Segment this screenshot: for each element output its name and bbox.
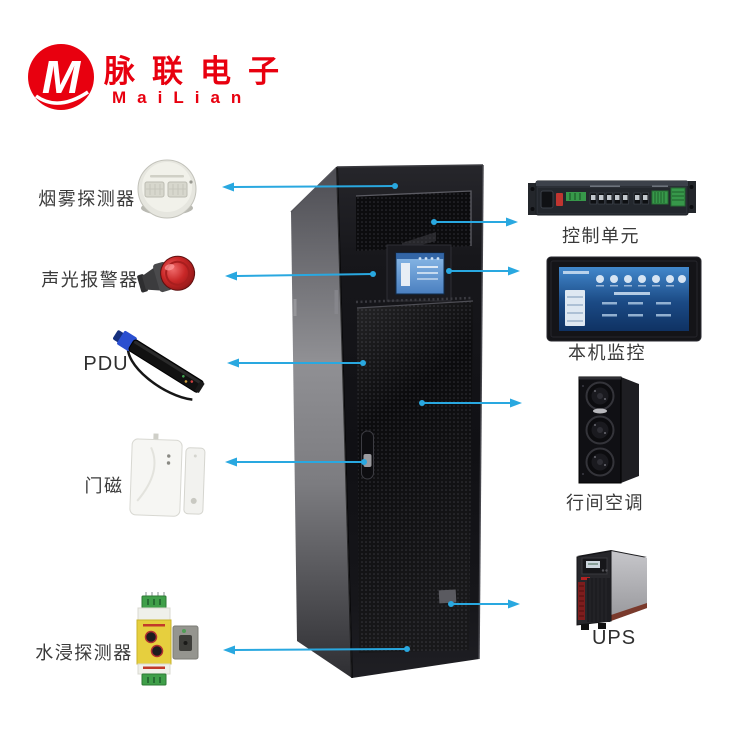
cabinet-front-right-edge <box>478 164 484 660</box>
logo-letter: M <box>42 51 82 103</box>
label-control-unit: 控制单元 <box>562 226 640 246</box>
arrow-sound-light-alarm <box>225 271 376 281</box>
cabinet-bottom-badge <box>438 589 457 604</box>
touchscreen-header <box>396 253 444 259</box>
arrow-water-detector <box>223 645 410 655</box>
brand-logo-icon: M <box>28 44 94 110</box>
label-pdu: PDU <box>83 353 129 375</box>
brand-name-cn: 脉联电子 <box>104 54 296 89</box>
label-local-monitor: 本机监控 <box>568 343 646 363</box>
label-air-conditioner: 行间空调 <box>566 493 644 513</box>
vent-dot-row <box>355 296 472 304</box>
arrow-control-unit <box>431 217 518 227</box>
cabinet-door-handle[interactable] <box>361 430 374 480</box>
logo-swoosh <box>34 90 89 105</box>
ups-icon <box>576 550 647 630</box>
control-unit-icon <box>528 180 696 216</box>
door-magnet-sensor-icon <box>129 433 206 517</box>
label-water-detector: 水浸探测器 <box>35 643 133 663</box>
local-monitor-icon <box>546 256 702 342</box>
connector-arrows <box>222 182 522 655</box>
sound-light-alarm-icon <box>137 255 196 293</box>
ts-icon-dot <box>430 257 434 260</box>
arrow-air-conditioner <box>419 398 522 408</box>
arrow-ups <box>448 599 520 609</box>
lower-vent-highlight <box>356 300 474 309</box>
ts-icon-dot <box>436 257 440 260</box>
pdu-icon <box>113 330 205 401</box>
label-door-magnet: 门磁 <box>84 476 124 496</box>
touchscreen-rack-graphic <box>401 263 410 286</box>
logo-circle <box>28 44 94 110</box>
ts-icon-dot <box>424 257 428 260</box>
brand-name-en: MaiLian <box>112 88 253 107</box>
arrow-pdu <box>227 358 366 368</box>
lower-vent-gloss <box>357 301 473 653</box>
ts-icon-dot <box>418 257 422 260</box>
upper-vent-highlight <box>355 190 472 246</box>
inrow-air-conditioner-icon <box>578 376 639 484</box>
cabinet-touchscreen[interactable] <box>386 244 452 302</box>
cabinet-upper-vent <box>356 191 471 251</box>
cabinet-hinge-mark <box>293 299 297 316</box>
label-sound-light-alarm: 声光报警器 <box>41 270 139 290</box>
arrow-door-magnet <box>225 457 367 467</box>
ts-text-line <box>417 272 438 274</box>
arrow-smoke-detector <box>222 182 398 192</box>
arrow-local-monitor <box>446 266 520 276</box>
label-smoke-detector: 烟雾探测器 <box>38 189 136 209</box>
server-cabinet <box>290 164 484 679</box>
ts-text-line <box>417 266 438 268</box>
smoke-detector-icon <box>137 159 197 219</box>
cabinet-top-bevel <box>290 166 338 213</box>
label-ups: UPS <box>591 627 637 649</box>
ts-text-line <box>417 278 438 280</box>
water-leak-detector-icon <box>136 592 199 686</box>
cabinet-front-left-edge <box>336 166 353 679</box>
cabinet-hinge-mark-2 <box>334 290 338 314</box>
cabinet-top-edge <box>336 164 484 168</box>
